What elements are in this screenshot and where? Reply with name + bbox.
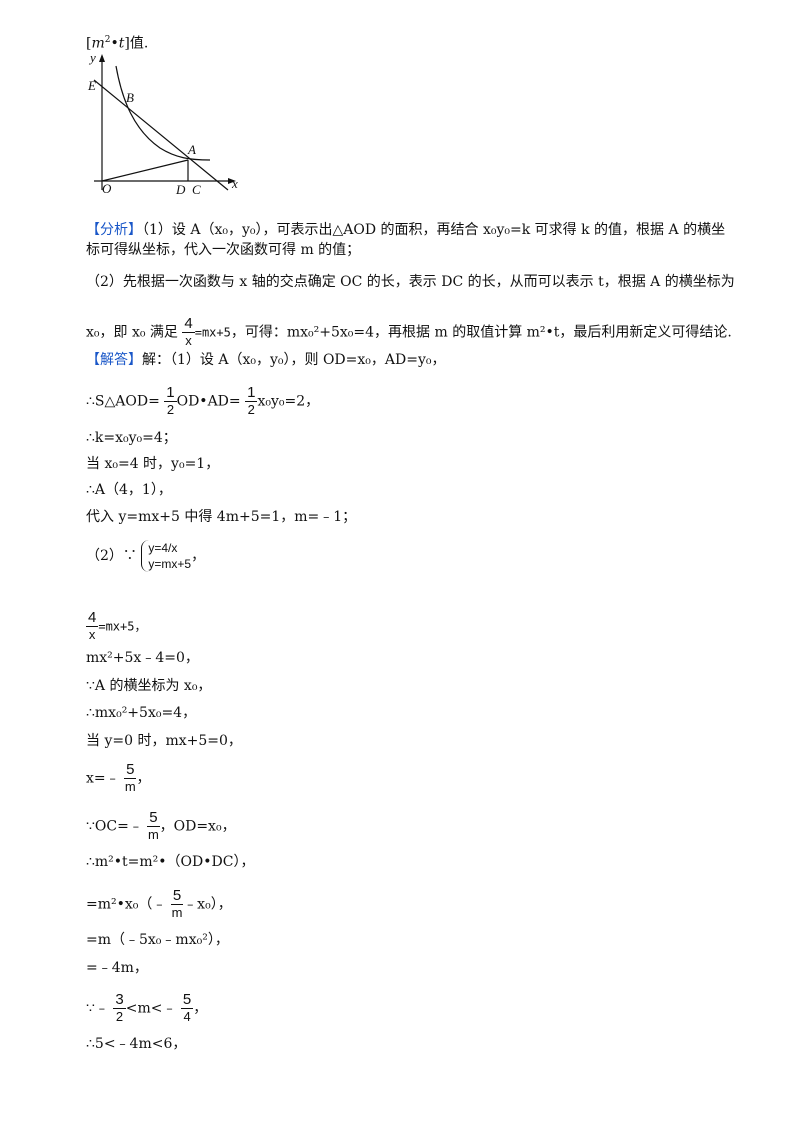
frac-num: 5 bbox=[170, 887, 184, 905]
solution-l12: 当 y=0 时，mx+5=0， bbox=[86, 733, 242, 749]
l19-mid: <m<﹣ bbox=[125, 1000, 177, 1017]
label-c: C bbox=[192, 182, 201, 197]
dot: • bbox=[110, 35, 119, 52]
label-e: E bbox=[87, 78, 96, 93]
l2-tail: x₀y₀=2， bbox=[257, 393, 320, 410]
solution-l4: 当 x₀=4 时，y₀=1， bbox=[86, 456, 220, 472]
hyperbola bbox=[115, 65, 211, 161]
label-x: x bbox=[231, 176, 238, 191]
label-o: O bbox=[102, 181, 112, 196]
frac-den: m bbox=[148, 827, 159, 842]
analysis-p3-a: x₀，即 x₀ 满足 bbox=[86, 324, 178, 341]
l2-pre: ∴S△AOD= bbox=[86, 393, 160, 410]
frac-den: m bbox=[124, 779, 136, 794]
l16-post: ﹣x₀）， bbox=[183, 896, 232, 913]
solution-tag: 【解答】 bbox=[86, 352, 142, 368]
eq-mx5: =mx+5 bbox=[194, 325, 231, 340]
y-arrow bbox=[99, 54, 105, 62]
solution-l10: ∵A 的横坐标为 x₀， bbox=[86, 678, 212, 694]
frac-den: 4 bbox=[183, 1009, 191, 1024]
frac-num: 4 bbox=[182, 315, 195, 333]
l13-pre: x=﹣ bbox=[86, 770, 120, 787]
line-ec bbox=[93, 79, 229, 191]
sys-eq2: y=mx+5 bbox=[148, 557, 192, 571]
var-t: t bbox=[118, 35, 125, 52]
label-y: y bbox=[88, 50, 96, 65]
label-d: D bbox=[175, 182, 186, 197]
solution-l6: 代入 y=mx+5 中得 4m+5=1，m=﹣1； bbox=[86, 509, 357, 525]
l7-post: ， bbox=[191, 548, 206, 564]
solution-l1: 【解答】解：（1）设 A（x₀，y₀），则 OD=x₀，AD=y₀， bbox=[86, 350, 445, 370]
l7-pre: （2）∵ bbox=[86, 548, 137, 564]
bracket-open: [ bbox=[86, 35, 92, 52]
segment-oa bbox=[101, 159, 189, 182]
var-m: m bbox=[91, 35, 105, 52]
analysis-p3-b: ，可得：mx₀²+5x₀=4，再根据 m 的取值计算 m²•t，最后利用新定义可… bbox=[230, 324, 732, 341]
solution-l20: ∴5<﹣4m<6， bbox=[86, 1036, 187, 1052]
frac-den: 2 bbox=[166, 402, 175, 417]
label-b: B bbox=[126, 90, 134, 105]
graph-figure: y E B A O D C x bbox=[87, 50, 238, 197]
frac-num: 5 bbox=[124, 761, 137, 779]
frac-num: 5 bbox=[180, 991, 194, 1009]
x-arrow bbox=[228, 178, 236, 184]
frac-num: 5 bbox=[147, 809, 160, 827]
sys-eq1: y=4/x bbox=[148, 541, 178, 555]
solution-l5: ∴A（4，1）， bbox=[86, 482, 172, 498]
analysis-tag: 【分析】 bbox=[86, 222, 142, 238]
solution-l7: （2）∵ y=4/x y=mx+5， bbox=[86, 540, 205, 572]
frac-num: 1 bbox=[164, 384, 177, 402]
label-a: A bbox=[187, 142, 196, 157]
solution-l1-text: 解：（1）设 A（x₀，y₀），则 OD=x₀，AD=y₀， bbox=[142, 352, 446, 368]
l14-pre: ∵OC=﹣ bbox=[86, 818, 143, 835]
frac-den: 2 bbox=[247, 402, 255, 417]
frac-num: 3 bbox=[113, 991, 126, 1009]
top-line: [m2•t]值. bbox=[86, 30, 148, 54]
solution-l9: mx²+5x﹣4=0， bbox=[86, 650, 199, 666]
analysis-p2: （2）先根据一次函数与 x 轴的交点确定 OC 的长，表示 DC 的长，从而可以… bbox=[86, 274, 735, 290]
frac-num: 1 bbox=[245, 384, 258, 402]
analysis-p1: 【分析】（1）设 A（x₀，y₀），可表示出△AOD 的面积，再结合 x₀y₀=… bbox=[86, 220, 736, 260]
solution-l15: ∴m²•t=m²•（OD•DC）， bbox=[86, 854, 255, 870]
solution-l17: =m（﹣5x₀﹣mx₀²）， bbox=[86, 932, 229, 948]
solution-l3: ∴k=x₀y₀=4； bbox=[86, 430, 177, 446]
frac-den: x bbox=[185, 333, 192, 348]
bracket-close-text: ]值. bbox=[124, 35, 149, 52]
exponent: 2 bbox=[104, 35, 111, 45]
l19-post: ， bbox=[193, 1000, 208, 1017]
equation-system: y=4/x y=mx+5 bbox=[141, 540, 191, 572]
l8-tail: =mx+5， bbox=[98, 619, 147, 634]
frac-den: x bbox=[88, 627, 96, 642]
l16-pre: =m²•x₀（﹣ bbox=[86, 896, 167, 913]
l2-mid: OD•AD= bbox=[176, 393, 241, 410]
frac-num: 4 bbox=[86, 609, 99, 627]
frac-den: 2 bbox=[115, 1009, 124, 1024]
l13-post: ， bbox=[136, 770, 151, 787]
analysis-p1-text: （1）设 A（x₀，y₀），可表示出△AOD 的面积，再结合 x₀y₀=k 可求… bbox=[86, 222, 726, 258]
l14-post: ，OD=x₀， bbox=[159, 818, 236, 835]
l19-pre: ∵﹣ bbox=[86, 1000, 109, 1017]
frac-den: m bbox=[171, 905, 183, 920]
solution-l11: ∴mx₀²+5x₀=4， bbox=[86, 705, 197, 721]
solution-l18: =﹣4m， bbox=[86, 960, 148, 976]
